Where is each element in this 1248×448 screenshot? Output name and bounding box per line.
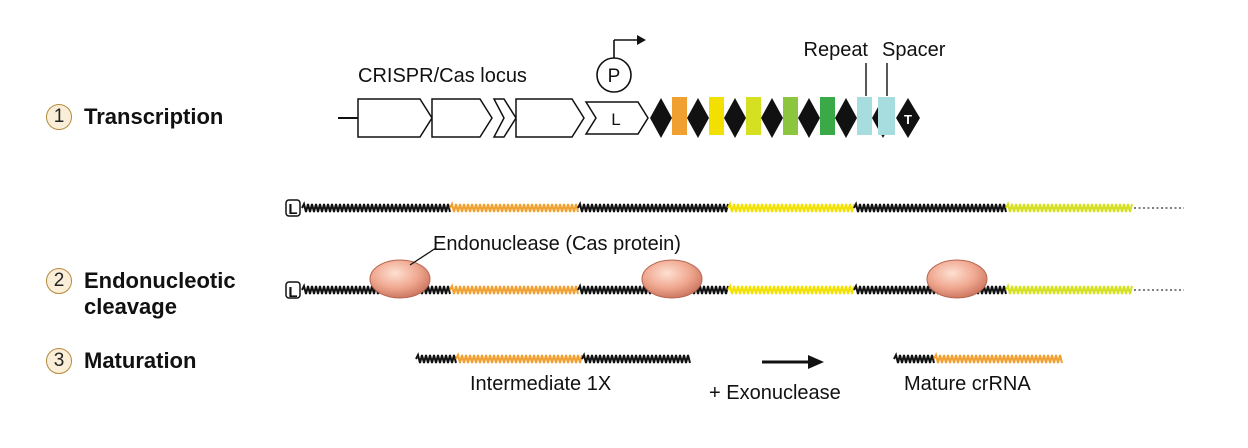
step-1: 1 Transcription <box>46 104 223 130</box>
cas-protein <box>641 259 703 299</box>
step-number-1: 1 <box>46 104 72 130</box>
locus-label: CRISPR/Cas locus <box>358 65 527 87</box>
repeat-diamond <box>761 98 783 138</box>
spacer-yellow <box>709 97 724 135</box>
step-number-2: 2 <box>46 268 72 294</box>
spacer-label: Spacer <box>882 39 946 61</box>
spacer-pale-cyan <box>878 97 895 135</box>
transcript-leader-cap <box>285 281 301 299</box>
repeat-diamond <box>835 98 857 138</box>
rna-segment <box>853 201 1007 213</box>
leader-box <box>584 101 649 135</box>
promoter-circle <box>596 57 632 93</box>
spacer-dark-green <box>820 97 835 135</box>
mature-crrna <box>893 352 1063 364</box>
endonuclease-pointer <box>409 247 437 266</box>
rna-segment <box>301 201 451 213</box>
terminator-label: T <box>904 112 912 127</box>
intermediate-1x <box>415 352 691 364</box>
step-number-3: 3 <box>46 348 72 374</box>
rna-segment <box>449 201 579 213</box>
repeat-diamond <box>798 98 820 138</box>
mature-label: Mature crRNA <box>904 373 1031 395</box>
rna-segment <box>415 352 457 364</box>
rna-segment <box>893 352 935 364</box>
rna-segment <box>577 201 729 213</box>
repeat-diamond <box>724 98 746 138</box>
step-2: 2 Endonucleotic cleavage <box>46 268 236 320</box>
intermediate-label: Intermediate 1X <box>470 373 611 395</box>
endonuclease-label: Endonuclease (Cas protein) <box>433 233 681 255</box>
cas-gene-4 <box>515 98 585 138</box>
cas-protein <box>926 259 988 299</box>
step-label-cleavage: Endonucleotic cleavage <box>84 268 236 319</box>
cas-protein <box>369 259 431 299</box>
spacer-orange <box>672 97 687 135</box>
promoter-label: P <box>608 66 621 87</box>
spacer-green <box>783 97 798 135</box>
cas-gene-3 <box>492 98 517 138</box>
repeat-label: Repeat <box>804 39 869 61</box>
rna-segment <box>455 352 583 364</box>
rna-segment <box>933 352 1063 364</box>
repeat-diamond <box>687 98 709 138</box>
exonuclease-label: + Exonuclease <box>709 382 841 404</box>
rna-segment <box>449 283 579 295</box>
step-label-maturation: Maturation <box>84 348 197 373</box>
rna-segment <box>1005 283 1133 295</box>
spacer-lime <box>746 97 761 135</box>
rna-segment <box>727 283 855 295</box>
transcript-leader-cap <box>285 199 301 217</box>
pre-crrna-transcript <box>285 199 1184 217</box>
rna-segment <box>1005 201 1133 213</box>
step-3: 3 Maturation <box>46 348 196 374</box>
terminator <box>896 98 920 138</box>
promoter-arrow-head <box>637 35 646 45</box>
transcript-leader-label: L <box>288 284 297 301</box>
repeat-diamond <box>650 98 672 138</box>
leader-label: L <box>611 110 620 129</box>
transcript-leader-label: L <box>288 201 297 218</box>
rna-segment <box>727 201 855 213</box>
step-label-transcription: Transcription <box>84 104 224 129</box>
rna-segment <box>581 352 691 364</box>
spacer-cyan <box>857 97 872 135</box>
cas-gene-2 <box>431 98 493 138</box>
maturation-arrow-head <box>808 355 824 369</box>
cas-gene-1 <box>357 98 433 138</box>
